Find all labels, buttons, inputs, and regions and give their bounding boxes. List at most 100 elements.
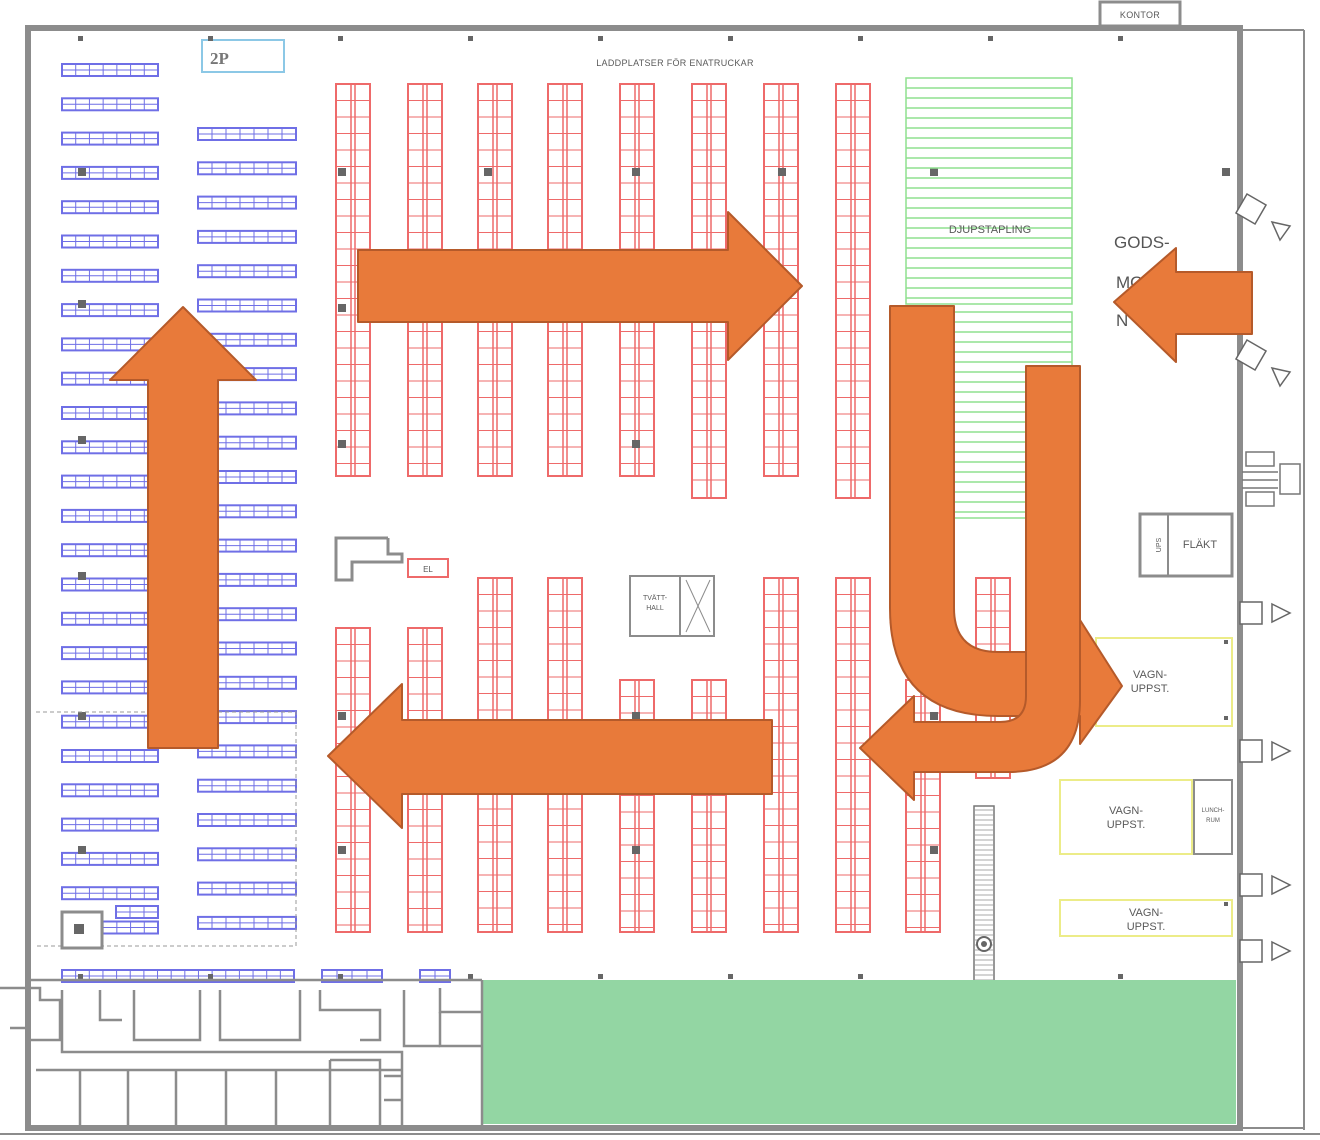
blue-shelf-unit: [61, 268, 159, 283]
blue-shelf-unit: [197, 847, 297, 862]
blue-shelf-unit: [61, 714, 159, 729]
blue-shelf-unit: [197, 710, 297, 725]
blue-shelf-unit: [61, 749, 159, 763]
pillar: [778, 168, 786, 176]
blue-shelf-unit: [61, 611, 159, 626]
pillar: [208, 974, 213, 979]
pillar: [598, 36, 603, 41]
blue-shelf-unit: [197, 778, 297, 793]
blue-shelf-unit: [197, 813, 297, 827]
blue-shelf-unit: [61, 63, 159, 77]
arrow-left-bottom-aisle: [327, 683, 773, 829]
blue-shelf-unit: [197, 229, 297, 244]
blue-shelf-unit: [197, 881, 297, 896]
tool-room: TVÄTT- HALL: [629, 575, 715, 637]
pillar: [78, 572, 86, 580]
pillar: [632, 168, 640, 176]
pillar: [78, 168, 86, 176]
pillar: [632, 712, 640, 720]
pillar: [208, 36, 213, 41]
svg-text:LUNCH-: LUNCH-: [1202, 808, 1225, 814]
pillar: [598, 974, 603, 979]
pillar: [1118, 36, 1123, 41]
fan-room: UPS FLÄKT: [1138, 512, 1234, 578]
building-pillars: [78, 36, 1230, 979]
blue-shelf-unit: [61, 303, 159, 318]
pillar: [338, 36, 343, 41]
svg-text:VAGN-: VAGN-: [1109, 805, 1143, 817]
pillar: [338, 712, 346, 720]
blue-shelf-unit: [197, 744, 297, 759]
blue-shelf-unit: [115, 905, 159, 919]
loading-places-label: LADDPLATSER FÖR ENATRUCKAR: [596, 58, 754, 68]
el-room: EL: [334, 536, 449, 582]
blue-shelf-unit: [61, 851, 159, 866]
svg-text:HALL: HALL: [646, 605, 664, 612]
top-tag: KONTOR: [1098, 0, 1182, 28]
arrow-left-goods-reception: [1113, 247, 1253, 363]
pillar: [78, 712, 86, 720]
office-area: [0, 978, 484, 1126]
blue-shelf-unit: [61, 577, 159, 592]
blue-shelf-unit: [61, 474, 159, 489]
building-walls: [0, 25, 1320, 1135]
blue-shelf-unit: [61, 783, 159, 798]
blue-shelf-unit: [61, 543, 159, 558]
goods-reception-label: GODS- MO N: [1114, 233, 1170, 330]
blue-shelf-unit: [197, 264, 297, 279]
svg-text:DJUPSTAPLING: DJUPSTAPLING: [949, 224, 1031, 236]
pillar: [858, 974, 863, 979]
svg-text:FLÄKT: FLÄKT: [1183, 539, 1218, 551]
pillar: [468, 974, 473, 979]
blue-shelf-unit: [61, 131, 159, 146]
pillar: [338, 304, 346, 312]
pillar: [728, 974, 733, 979]
tag-2p: 2P: [201, 39, 285, 73]
small-equipment-box: [60, 910, 104, 950]
svg-text:EL: EL: [423, 565, 433, 574]
pillar: [78, 36, 83, 41]
pillar: [930, 846, 938, 854]
red-pallet-rack: [835, 83, 871, 499]
pillar: [338, 846, 346, 854]
red-pallet-rack: [691, 679, 727, 933]
svg-text:2P: 2P: [210, 49, 229, 68]
cart-storage-1: VAGN- UPPST.: [1095, 637, 1233, 727]
material-flow-arrows: [109, 211, 1253, 829]
arrow-u-turn-left: [859, 365, 1081, 801]
pillar: [78, 846, 86, 854]
blue-shelf-unit: [197, 161, 297, 176]
pillar: [78, 974, 83, 979]
pillar: [78, 300, 86, 308]
blue-shelf-unit: [61, 234, 159, 249]
blue-shelf-unit: [61, 97, 159, 112]
loading-doors: [1234, 192, 1292, 963]
svg-text:VAGN-: VAGN-: [1129, 907, 1163, 919]
red-pallet-rack: [835, 577, 871, 933]
blue-shelving-area: [61, 63, 451, 983]
cart-storage-2: VAGN- UPPST.: [1059, 779, 1193, 855]
blue-shelf-unit: [197, 195, 297, 210]
svg-text:UPPST.: UPPST.: [1131, 683, 1170, 695]
blue-shelf-unit: [197, 607, 297, 622]
pillar: [338, 440, 346, 448]
pillar: [338, 974, 343, 979]
pillar: [1118, 974, 1123, 979]
svg-text:TVÄTT-: TVÄTT-: [643, 594, 668, 602]
cart-storage-3: VAGN- UPPST.: [1059, 899, 1233, 937]
blue-shelf-unit: [197, 298, 297, 313]
blue-shelf-unit: [61, 508, 159, 523]
svg-text:UPPST.: UPPST.: [1107, 819, 1146, 831]
svg-text:UPS: UPS: [1156, 537, 1163, 552]
pillar: [930, 712, 938, 720]
pillar: [988, 36, 993, 41]
arrow-up-left-aisle: [109, 306, 257, 749]
blue-shelf-unit: [61, 680, 159, 695]
pillar: [632, 440, 640, 448]
blue-shelf-unit: [197, 127, 297, 141]
blue-shelf-unit: [61, 646, 159, 661]
blue-shelf-unit: [61, 200, 159, 215]
svg-text:RUM: RUM: [1206, 818, 1220, 824]
svg-text:UPPST.: UPPST.: [1127, 921, 1166, 933]
